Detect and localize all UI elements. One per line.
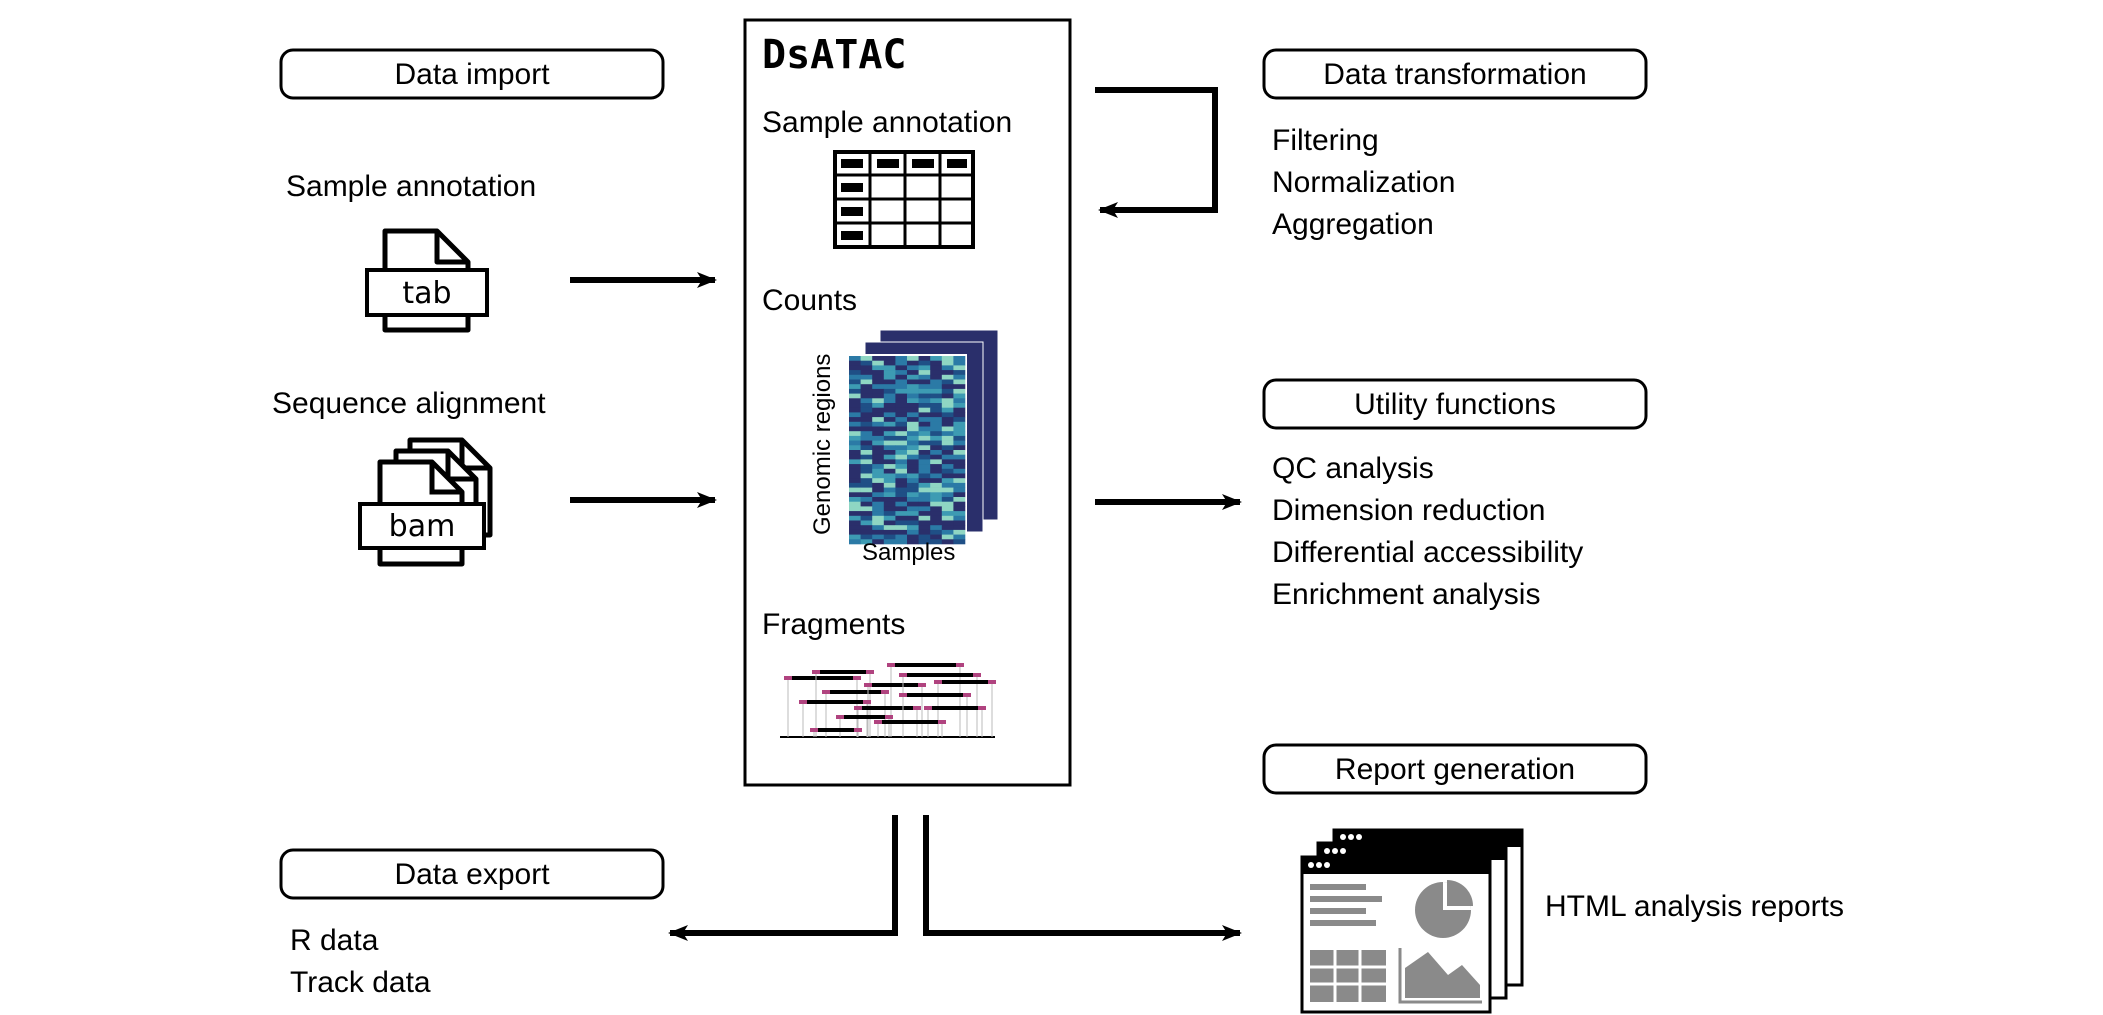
bottom-arrows: [668, 815, 1242, 941]
counts-y-axis-label: Genomic regions: [809, 354, 836, 535]
tab-file-label: tab: [402, 276, 451, 311]
report-generation-header-box: [1262, 743, 1648, 795]
bam-file-label: bam: [389, 509, 456, 544]
import-sequence-alignment-label: Sequence alignment: [272, 387, 546, 420]
data-transformation-section: Data transformation Filtering Normalizat…: [1095, 48, 1648, 241]
utility-functions-section: Utility functions QC analysis Dimension …: [1095, 378, 1648, 611]
data-export-header-box: [279, 848, 665, 900]
center-counts-label: Counts: [762, 284, 857, 317]
transformation-item: Aggregation: [1272, 208, 1434, 241]
export-arrow: [668, 815, 898, 941]
report-generation-section: Report generation: [1262, 743, 1844, 1014]
data-transformation-header: Data transformation: [1323, 58, 1586, 91]
data-import-header-box: [279, 48, 665, 100]
utility-functions-header-box: [1262, 378, 1648, 430]
data-import-section: Data import Sample annotation tab Sequen…: [272, 48, 717, 567]
data-import-header: Data import: [394, 58, 550, 91]
transformation-loop-arrow: [1095, 87, 1218, 218]
center-sample-annotation-label: Sample annotation: [762, 106, 1012, 139]
data-transformation-header-box: [1262, 48, 1648, 100]
html-report-icon: [1300, 828, 1524, 1014]
transformation-item: Normalization: [1272, 166, 1455, 199]
data-export-section: Data export R data Track data: [279, 848, 665, 999]
report-generation-header: Report generation: [1335, 753, 1575, 786]
fragments-icon: [780, 663, 996, 738]
bam-file-icon: bam: [358, 437, 493, 567]
import-sample-annotation-label: Sample annotation: [286, 170, 536, 203]
export-item: Track data: [290, 966, 431, 999]
center-fragments-label: Fragments: [762, 608, 905, 641]
dsatac-object-box: DsATAC Sample annotation Counts: [743, 18, 1072, 787]
counts-heatmap-icon: [847, 329, 999, 546]
tab-file-icon: tab: [365, 228, 489, 333]
data-export-header: Data export: [394, 858, 550, 891]
utility-item: Enrichment analysis: [1272, 578, 1540, 611]
table-icon: [833, 150, 975, 249]
utility-item: Dimension reduction: [1272, 494, 1545, 527]
dsatac-title: DsATAC: [762, 32, 907, 78]
utility-item: QC analysis: [1272, 452, 1434, 485]
report-arrow: [923, 815, 1242, 941]
utility-item: Differential accessibility: [1272, 536, 1583, 569]
utility-functions-header: Utility functions: [1354, 388, 1556, 421]
transformation-item: Filtering: [1272, 124, 1379, 157]
report-caption: HTML analysis reports: [1545, 890, 1844, 923]
counts-x-axis-label: Samples: [862, 539, 955, 566]
export-item: R data: [290, 924, 379, 957]
